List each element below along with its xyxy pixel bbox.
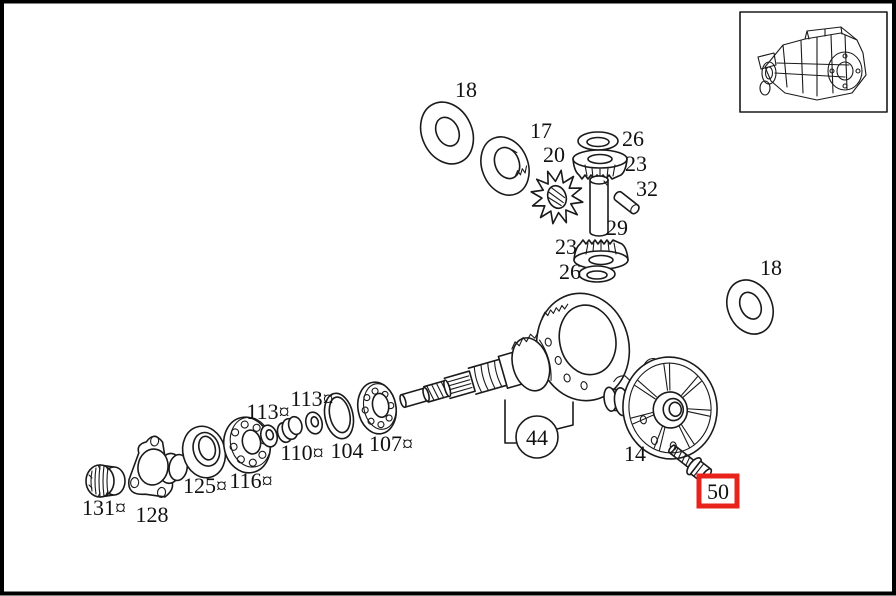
part-label-18-right[interactable]: 18 — [760, 255, 782, 280]
disc-17-drawing — [480, 136, 530, 196]
part-label-131[interactable]: 131¤ — [82, 495, 126, 520]
spider-gear-20-drawing — [530, 169, 584, 225]
part-label-125[interactable]: 125¤ — [183, 473, 227, 498]
part-label-44[interactable]: 44 — [526, 425, 548, 450]
pin-32-drawing — [613, 190, 640, 215]
spacer-110-drawing — [276, 415, 303, 444]
part-label-17[interactable]: 17 — [530, 118, 552, 143]
ring-104-drawing — [323, 392, 355, 440]
part-label-23-lower[interactable]: 23 — [555, 234, 577, 259]
pinion-shaft-drawing — [399, 331, 552, 409]
part-label-20[interactable]: 20 — [543, 142, 565, 167]
shim-113-right-drawing — [304, 411, 324, 435]
part-label-113-right[interactable]: 113¤ — [290, 386, 333, 411]
washer-18-top-drawing — [419, 101, 475, 165]
side-gear-23-upper-drawing — [572, 149, 628, 180]
washer-26-upper-drawing — [577, 131, 619, 151]
side-gear-23-lower-drawing — [573, 239, 629, 270]
ring-gear-drawing — [535, 292, 631, 402]
shim-113-left-drawing — [259, 424, 279, 448]
part-label-14[interactable]: 14 — [624, 441, 646, 466]
callout-44[interactable] — [504, 399, 574, 459]
part-label-110[interactable]: 110¤ — [280, 440, 323, 465]
bearing-107-drawing — [356, 381, 398, 435]
seal-125-drawing — [181, 425, 227, 479]
washer-26-lower-drawing — [578, 265, 616, 283]
part-label-50[interactable]: 50 — [707, 479, 729, 504]
part-label-18-top[interactable]: 18 — [455, 77, 477, 102]
part-label-128[interactable]: 128 — [136, 502, 169, 527]
washer-18-right-drawing — [726, 279, 774, 335]
part-label-116[interactable]: 116¤ — [229, 468, 272, 493]
part-label-32[interactable]: 32 — [636, 176, 658, 201]
part-label-29[interactable]: 29 — [606, 215, 628, 240]
flange-128-drawing — [127, 435, 189, 498]
part-label-26-upper[interactable]: 26 — [622, 126, 644, 151]
part-label-23-upper[interactable]: 23 — [625, 151, 647, 176]
carrier-14-drawing — [603, 356, 718, 460]
shaft-29-drawing — [589, 175, 609, 237]
coupling-131-drawing — [85, 464, 126, 498]
highlight-box-50[interactable] — [696, 473, 740, 509]
differential-housing-thumbnail — [739, 11, 888, 113]
part-label-104[interactable]: 104 — [331, 438, 364, 463]
part-label-113-left[interactable]: 113¤ — [246, 399, 289, 424]
part-label-107[interactable]: 107¤ — [369, 431, 413, 456]
part-label-26-lower[interactable]: 26 — [559, 259, 581, 284]
